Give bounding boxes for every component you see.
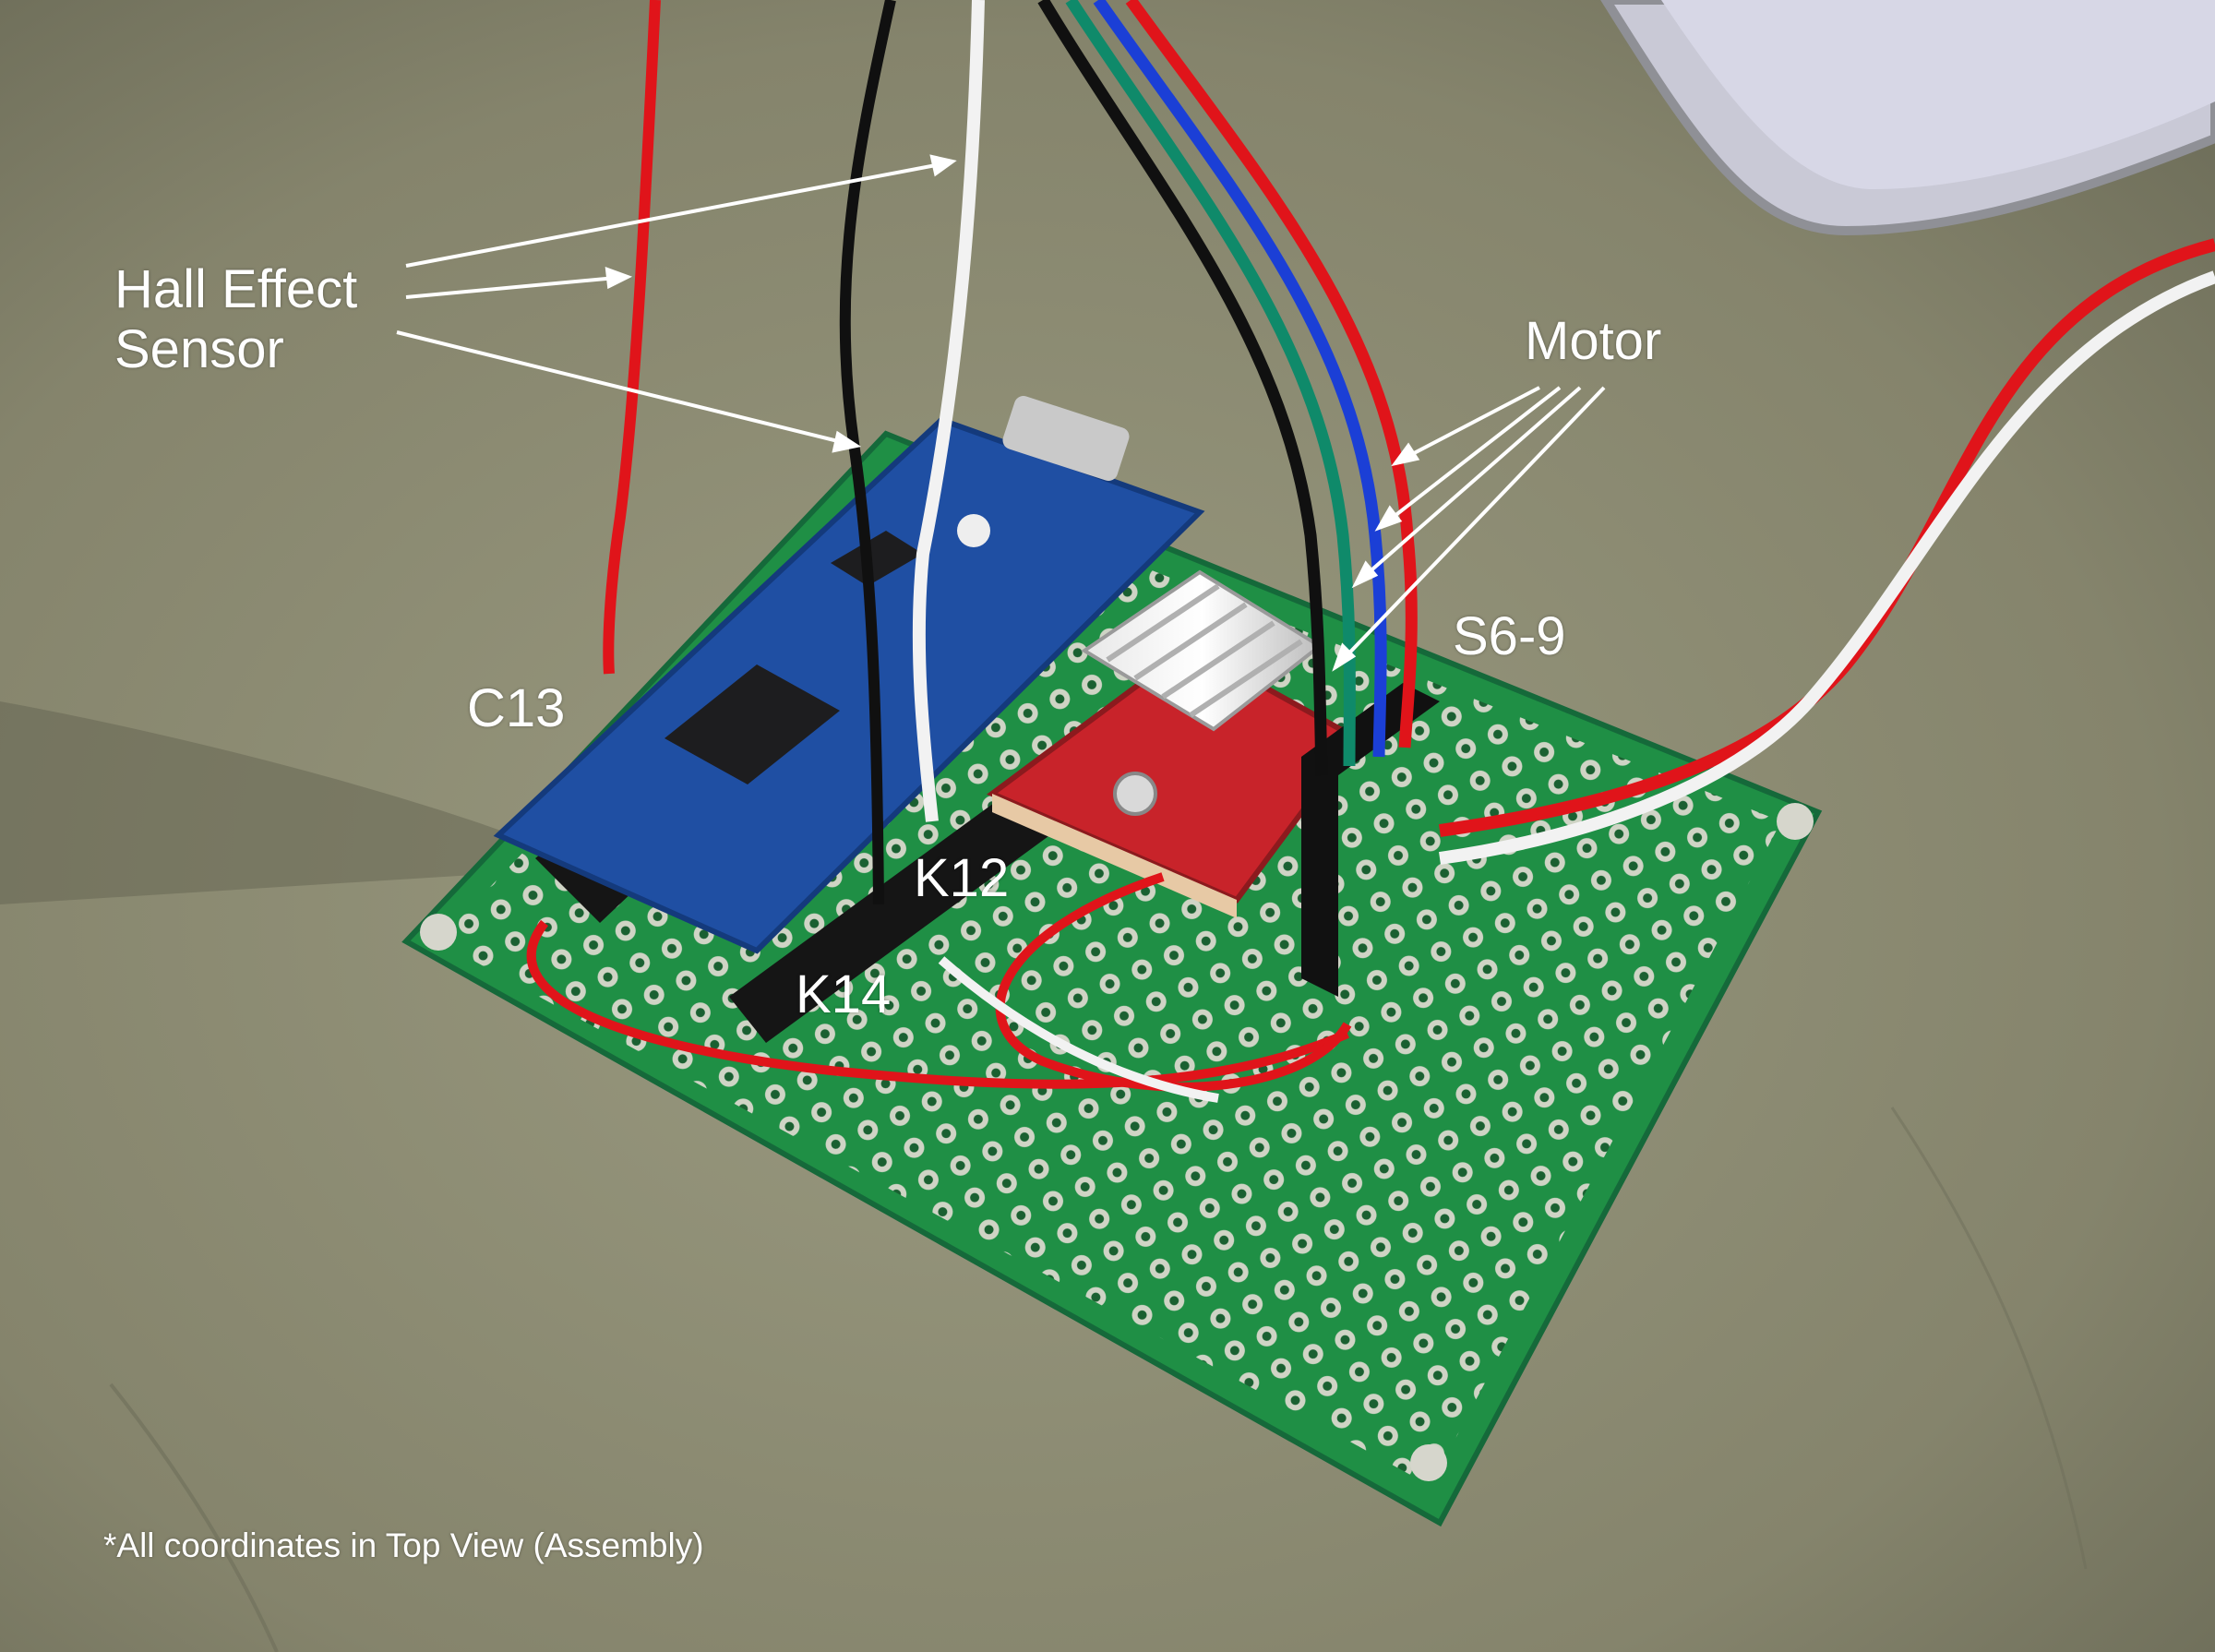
wire-red-loop xyxy=(995,872,1352,1092)
hall-label-line1: Hall Effect xyxy=(114,259,358,319)
table-scratch xyxy=(1890,1107,2088,1570)
wire-white-power xyxy=(1439,270,2215,865)
k14-label: K14 xyxy=(796,964,892,1024)
hall-label-line2: Sensor xyxy=(114,318,284,379)
mounting-hole xyxy=(1777,803,1814,840)
laptop-screen xyxy=(1661,0,2215,189)
usb-connector xyxy=(1002,395,1130,482)
reset-button xyxy=(957,514,990,547)
motor-header xyxy=(1301,683,1440,997)
wire-black-motor xyxy=(1037,0,1328,776)
table-scratch xyxy=(109,1383,279,1652)
potentiometer xyxy=(1113,772,1157,816)
heatsink-fins xyxy=(1106,583,1303,718)
wire-white-hall xyxy=(912,0,985,822)
coordinates-footnote: *All coordinates in Top View (Assembly) xyxy=(103,1526,704,1564)
hall-effect-sensor-label: Hall Effect Sensor xyxy=(114,259,358,380)
chip-small xyxy=(831,531,923,586)
wire-red-motor xyxy=(1125,0,1418,748)
wire-green-motor xyxy=(1065,0,1356,767)
microcontroller-chip xyxy=(664,664,840,784)
driver-board-edge xyxy=(992,794,1237,918)
arduino-nano-board xyxy=(493,416,1205,954)
wire-white-loop xyxy=(938,956,1219,1103)
s6-9-label: S6-9 xyxy=(1453,606,1566,666)
mounting-hole xyxy=(420,914,457,951)
table-shadow xyxy=(0,701,591,904)
wire-blue-motor xyxy=(1093,0,1387,758)
k12-label: K12 xyxy=(914,848,1010,908)
annotation-arrows xyxy=(396,154,1606,672)
mounting-hole xyxy=(1410,1444,1447,1481)
c13-label: C13 xyxy=(467,678,566,738)
wire-red-hall xyxy=(603,0,661,675)
motor-label: Motor xyxy=(1525,311,1662,371)
wire-red-loop xyxy=(526,919,1350,1089)
